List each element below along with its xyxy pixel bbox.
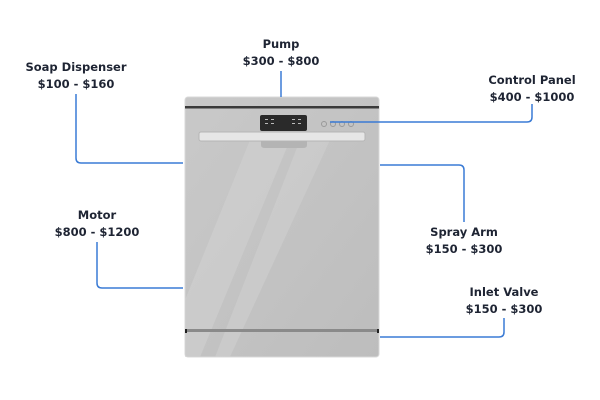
part-name: Motor bbox=[77, 208, 117, 222]
part-name: Inlet Valve bbox=[469, 285, 539, 299]
label-spray-arm: Spray Arm $150 - $300 bbox=[426, 224, 503, 258]
spray-arm-line bbox=[380, 164, 465, 222]
part-name: Soap Dispenser bbox=[25, 60, 127, 74]
bottom-band bbox=[185, 329, 379, 332]
glare bbox=[215, 140, 330, 357]
part-price: $800 - $1200 bbox=[54, 225, 140, 239]
part-name: Control Panel bbox=[488, 73, 576, 87]
label-soap-dispenser: Soap Dispenser $100 - $160 bbox=[25, 59, 126, 93]
inlet-valve-line bbox=[380, 318, 505, 338]
leader-lines bbox=[75, 71, 533, 338]
soap-dispenser-line bbox=[75, 94, 183, 164]
dishwasher bbox=[184, 96, 380, 358]
door-handle bbox=[198, 131, 366, 142]
part-price: $300 - $800 bbox=[242, 54, 320, 68]
control-panel-line bbox=[330, 104, 533, 123]
motor-line bbox=[96, 242, 183, 289]
top-band bbox=[185, 106, 379, 109]
part-price: $100 - $160 bbox=[37, 77, 115, 91]
part-name: Spray Arm bbox=[430, 225, 498, 239]
label-control-panel: Control Panel $400 - $1000 bbox=[488, 72, 575, 106]
part-name: Pump bbox=[262, 37, 300, 51]
label-pump: Pump $300 - $800 bbox=[243, 36, 320, 70]
glare bbox=[185, 140, 290, 357]
part-price: $150 - $300 bbox=[425, 242, 503, 256]
part-price: $150 - $300 bbox=[465, 302, 543, 316]
label-inlet-valve: Inlet Valve $150 - $300 bbox=[466, 284, 543, 318]
label-motor: Motor $800 - $1200 bbox=[55, 207, 140, 241]
handle-recess bbox=[261, 141, 307, 148]
part-price: $400 - $1000 bbox=[489, 90, 575, 104]
